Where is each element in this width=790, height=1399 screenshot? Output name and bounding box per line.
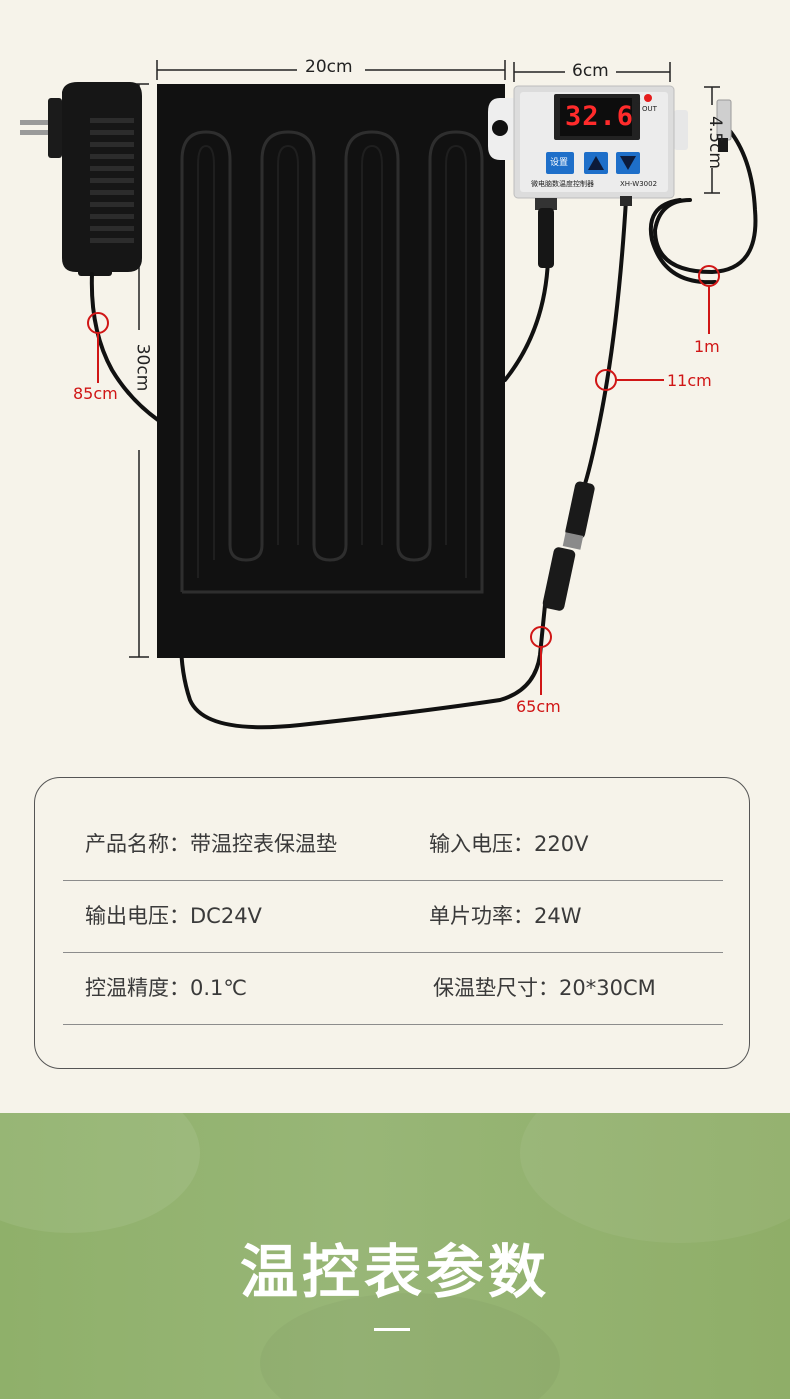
spec-row: 控温精度：0.1℃ 保温垫尺寸：20*30CM bbox=[63, 952, 723, 1025]
banner-title: 温控表参数 bbox=[239, 1238, 550, 1306]
height-label: 30cm bbox=[132, 343, 153, 392]
spec-input-voltage: 输入电压：220V bbox=[429, 832, 589, 856]
temperature-controller bbox=[513, 85, 688, 268]
controller-display: 32.6 bbox=[565, 101, 635, 132]
product-diagram: 20cm 6cm 30cm 4.5cm 85cm 11cm 1m 65cm 32… bbox=[20, 57, 758, 730]
controller-width-label: 6cm bbox=[572, 61, 609, 81]
spec-product-name: 产品名称：带温控表保温垫 bbox=[85, 832, 337, 856]
controller-cable-label: 11cm bbox=[667, 371, 712, 390]
controller-set-button: 设置 bbox=[550, 158, 569, 168]
controller-out-label: OUT bbox=[642, 105, 657, 113]
temperature-probe bbox=[716, 99, 732, 152]
power-adapter bbox=[20, 82, 142, 276]
controller-unit: °C bbox=[631, 97, 641, 106]
spec-power: 单片功率：24W bbox=[429, 904, 582, 928]
diagram-graphics bbox=[20, 60, 758, 730]
cables bbox=[89, 118, 758, 730]
spec-output-voltage: 输出电压：DC24V bbox=[85, 904, 262, 928]
controller-model: 微电脑数温度控制器 bbox=[531, 180, 594, 188]
adapter-cable-label: 85cm bbox=[73, 384, 118, 403]
spec-size: 保温垫尺寸：20*30CM bbox=[433, 976, 656, 1000]
probe-length-label: 4.5cm bbox=[704, 116, 725, 169]
length-markers bbox=[87, 265, 720, 695]
heating-channels bbox=[180, 130, 484, 594]
spec-card: 产品名称：带温控表保温垫 输入电压：220V 输出电压：DC24V 单片功率：2… bbox=[34, 777, 750, 1069]
heating-mat bbox=[157, 84, 505, 658]
spec-accuracy: 控温精度：0.1℃ bbox=[85, 976, 247, 1000]
controller-code: XH-W3002 bbox=[620, 180, 658, 188]
probe-cable-label: 1m bbox=[694, 337, 720, 356]
spec-row: 产品名称：带温控表保温垫 输入电压：220V bbox=[63, 808, 723, 881]
mat-cable-label: 65cm bbox=[516, 697, 561, 716]
banner-divider bbox=[374, 1328, 410, 1331]
width-label: 20cm bbox=[305, 57, 353, 77]
section-banner: 温控表参数 bbox=[0, 1113, 790, 1399]
spec-row: 输出电压：DC24V 单片功率：24W bbox=[63, 880, 723, 953]
dc-connector bbox=[542, 481, 595, 611]
